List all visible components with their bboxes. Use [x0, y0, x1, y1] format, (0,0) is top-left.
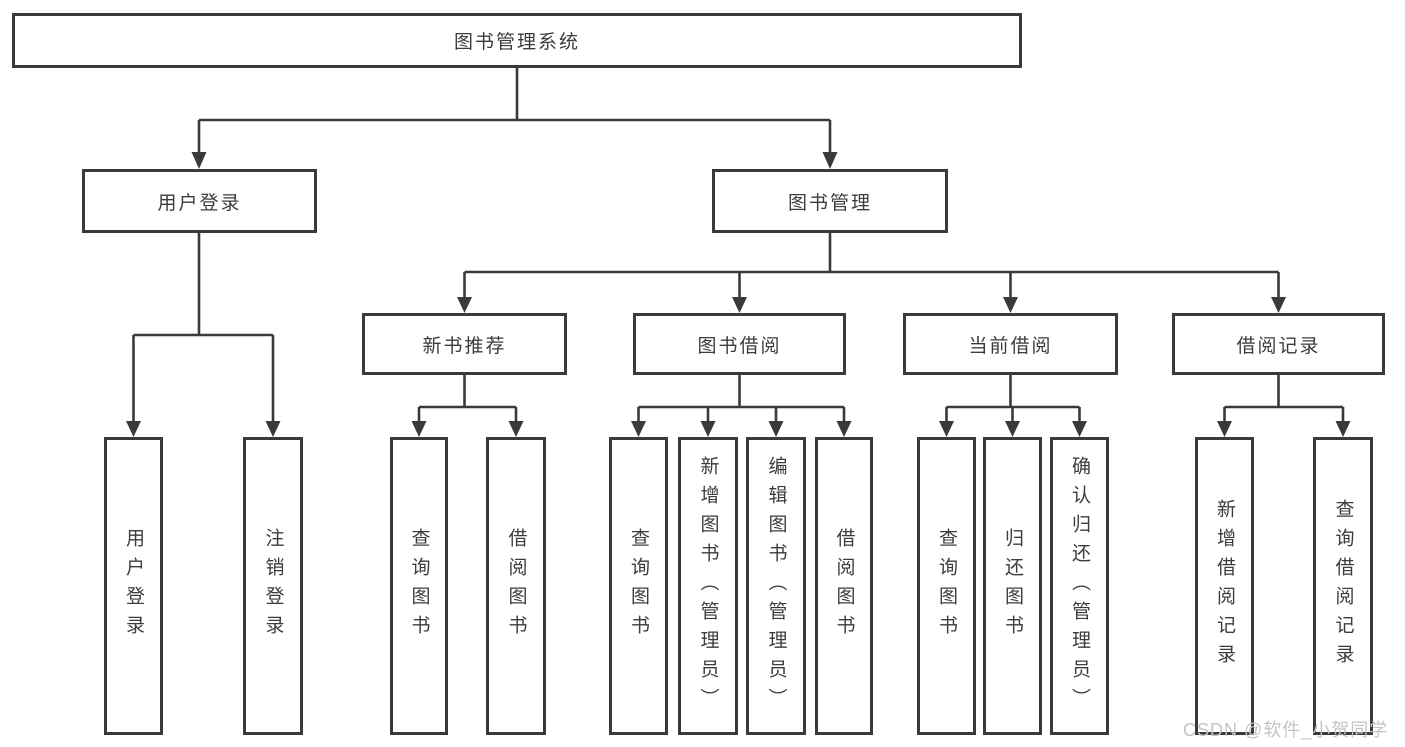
leaf-add-books-admin: 新增图书（管理员） — [678, 437, 738, 735]
leaf-add-borrow-record-label: 新增借阅记录 — [1214, 499, 1235, 673]
node-book-management-label: 图书管理 — [787, 192, 872, 214]
leaf-add-books-admin-label: 新增图书（管理员） — [697, 455, 719, 717]
leaf-query-books-current-label: 查询图书 — [936, 528, 957, 644]
node-borrowing-records: 借阅记录 — [1172, 313, 1385, 375]
leaf-query-borrow-record: 查询借阅记录 — [1313, 437, 1373, 735]
leaf-borrow-books-borrowing-label: 借阅图书 — [833, 528, 855, 644]
node-borrowing-records-label: 借阅记录 — [1236, 335, 1321, 357]
leaf-logout: 注销登录 — [243, 437, 303, 735]
node-book-borrowing: 图书借阅 — [633, 313, 846, 375]
leaf-add-borrow-record: 新增借阅记录 — [1195, 437, 1254, 735]
leaf-query-books-current: 查询图书 — [917, 437, 976, 735]
leaf-query-books-borrowing: 查询图书 — [609, 437, 668, 735]
leaf-return-books: 归还图书 — [983, 437, 1042, 735]
node-root-label: 图书管理系统 — [453, 32, 580, 53]
node-user-login: 用户登录 — [82, 169, 317, 233]
leaf-borrow-books-borrowing: 借阅图书 — [815, 437, 873, 735]
node-current-borrowing: 当前借阅 — [903, 313, 1118, 375]
leaf-query-books-borrowing-label: 查询图书 — [628, 528, 649, 644]
leaf-query-borrow-record-label: 查询借阅记录 — [1332, 499, 1354, 673]
leaf-user-login-label: 用户登录 — [123, 528, 144, 644]
node-root: 图书管理系统 — [12, 13, 1022, 68]
leaf-borrow-books-recommend: 借阅图书 — [486, 437, 546, 735]
node-new-book-recommendation: 新书推荐 — [362, 313, 567, 375]
leaf-return-books-label: 归还图书 — [1002, 528, 1023, 644]
leaf-query-books-recommend-label: 查询图书 — [408, 528, 430, 644]
node-new-book-recommendation-label: 新书推荐 — [422, 335, 507, 357]
leaf-edit-books-admin: 编辑图书（管理员） — [746, 437, 806, 735]
leaf-confirm-return-admin: 确认归还（管理员） — [1050, 437, 1109, 735]
leaf-logout-label: 注销登录 — [262, 528, 284, 644]
leaf-borrow-books-recommend-label: 借阅图书 — [505, 528, 527, 644]
leaf-user-login: 用户登录 — [104, 437, 163, 735]
leaf-edit-books-admin-label: 编辑图书（管理员） — [765, 455, 787, 717]
csdn-watermark: CSDN @软件_小贺同学 — [1183, 720, 1389, 740]
arrowheads — [126, 152, 1351, 437]
node-user-login-label: 用户登录 — [157, 192, 242, 214]
node-book-borrowing-label: 图书借阅 — [697, 335, 782, 357]
node-current-borrowing-label: 当前借阅 — [968, 335, 1053, 357]
leaf-confirm-return-admin-label: 确认归还（管理员） — [1069, 455, 1090, 717]
node-book-management: 图书管理 — [712, 169, 948, 233]
leaf-query-books-recommend: 查询图书 — [390, 437, 448, 735]
